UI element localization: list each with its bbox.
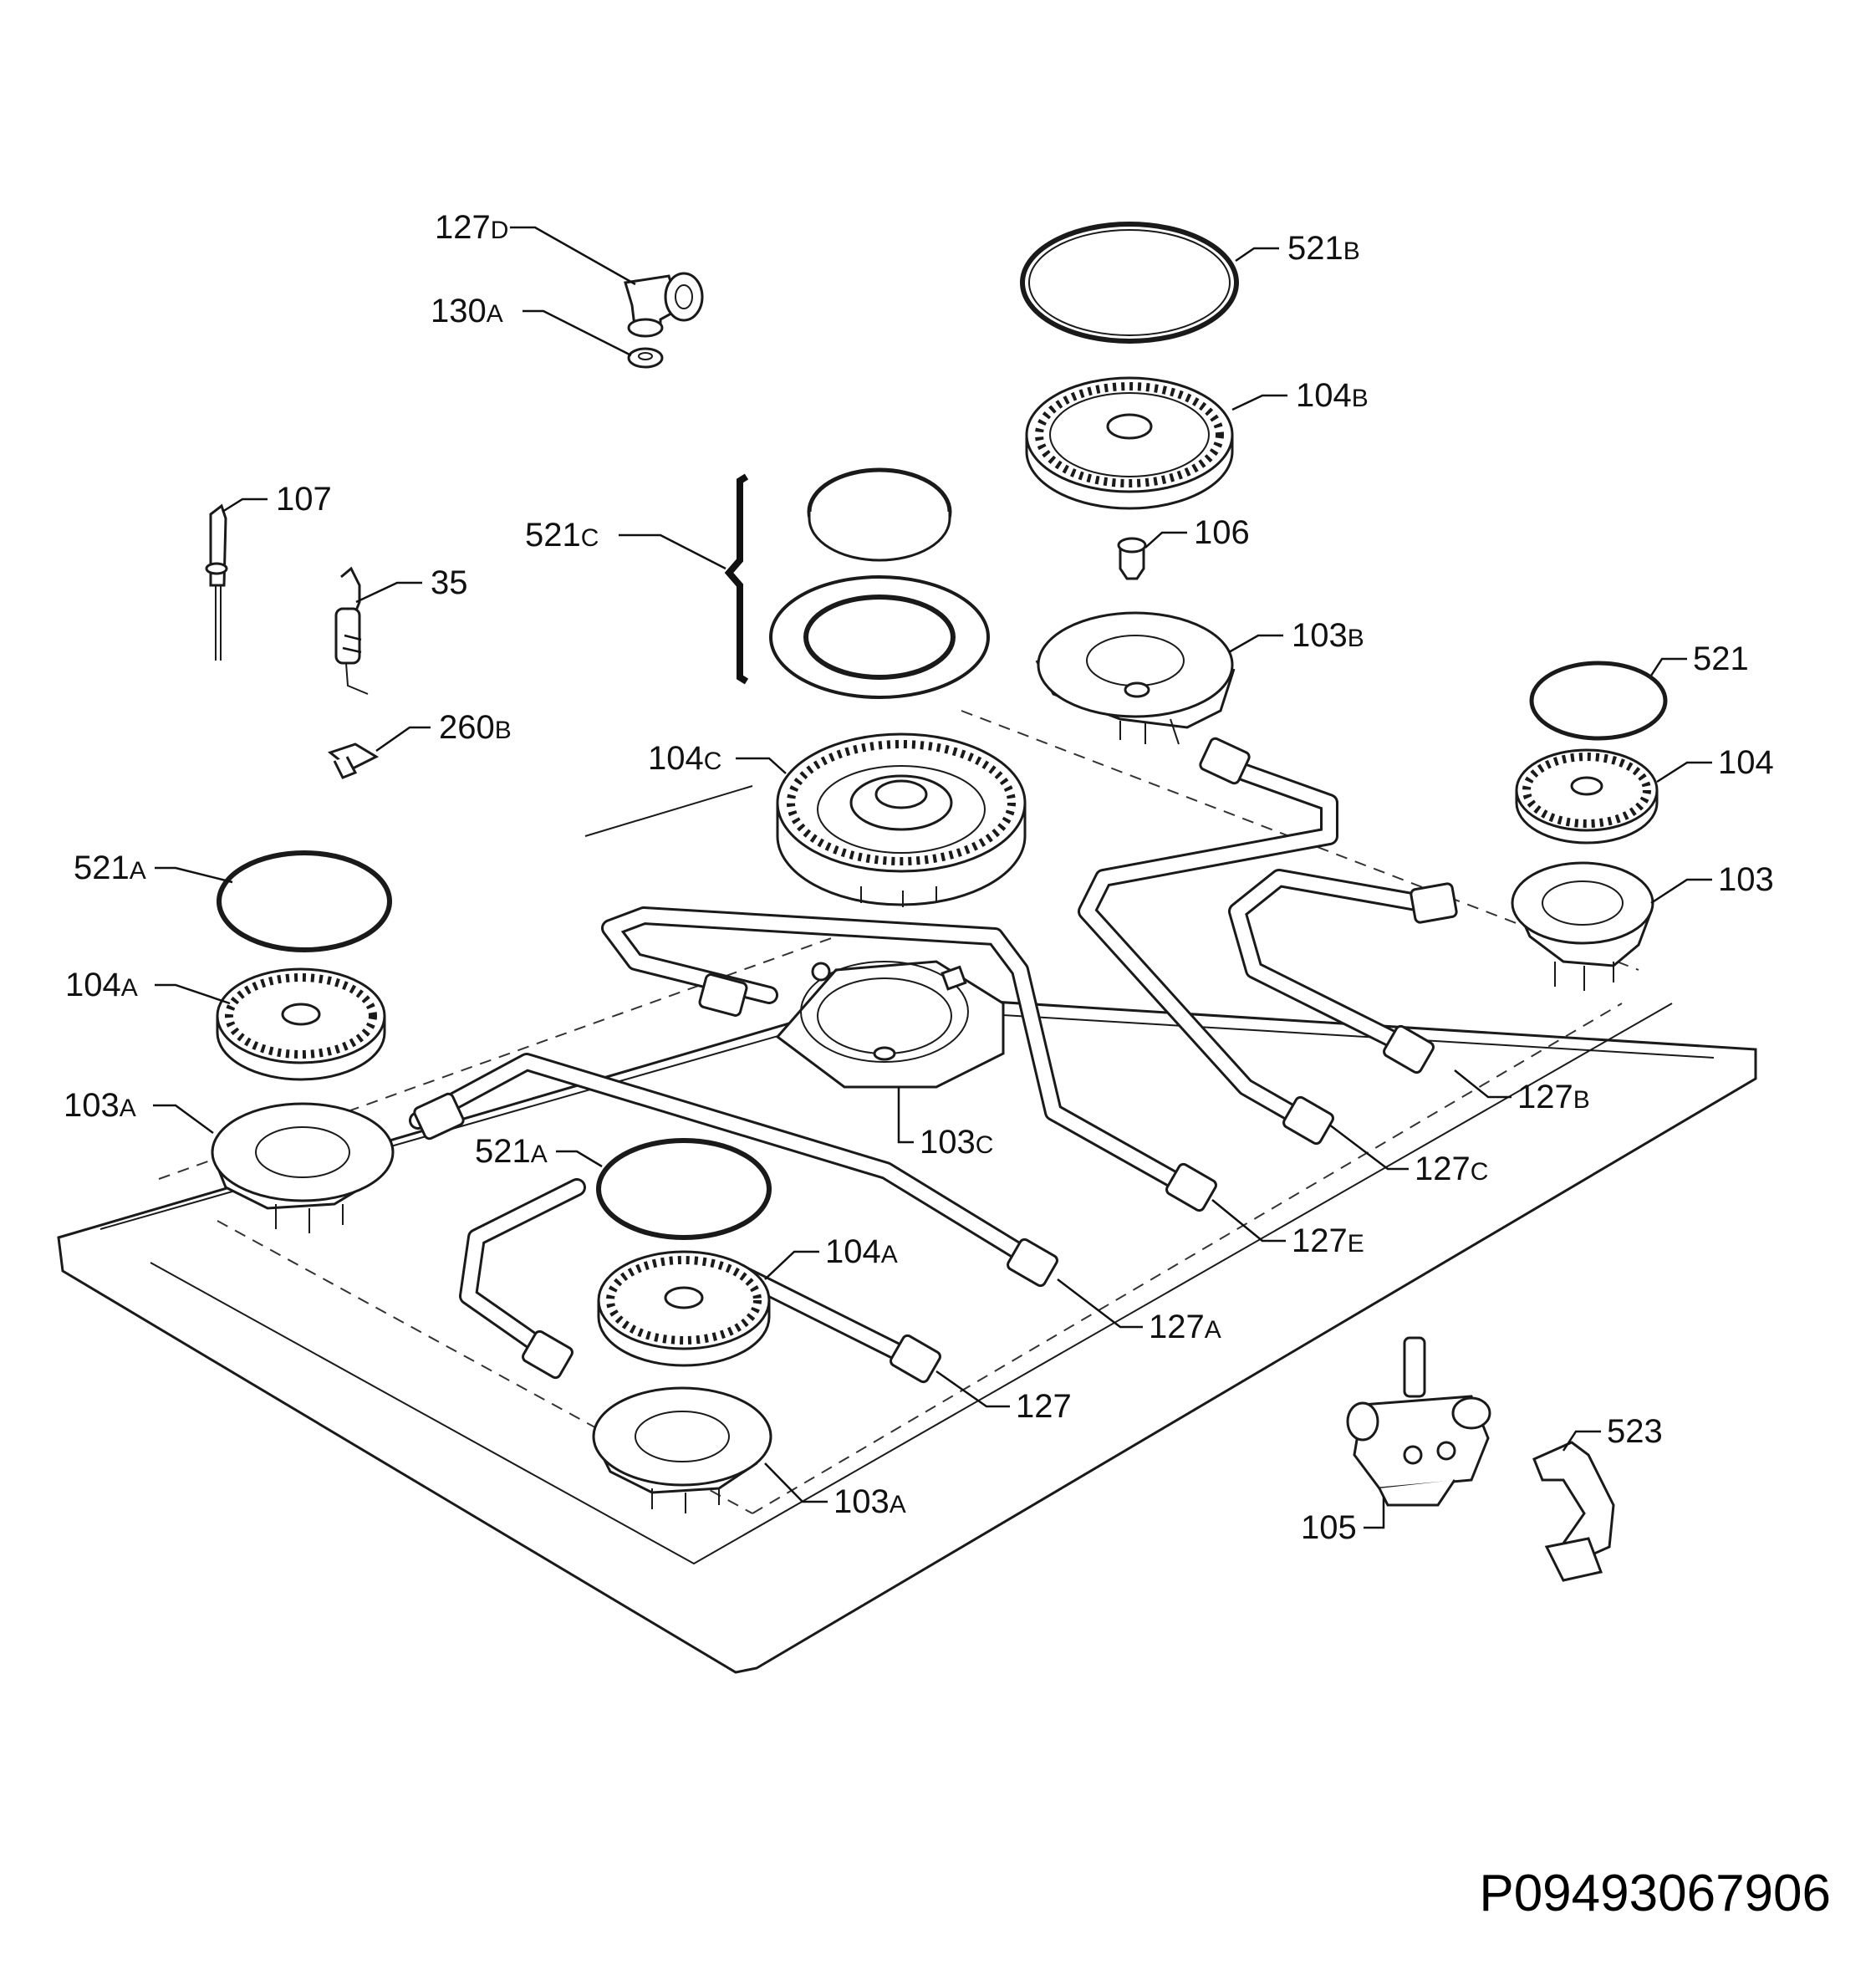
label-521c: 521C [525, 517, 599, 554]
label-521a-left: 521A [74, 850, 146, 886]
label-104c: 104C [648, 740, 721, 777]
label-127e: 127E [1292, 1222, 1364, 1259]
burner-base-103a-left [211, 1102, 395, 1233]
burner-cap-521 [1529, 661, 1668, 741]
flame-spreader-104a-front [597, 1250, 771, 1367]
label-521a-front: 521A [475, 1133, 548, 1170]
label-105: 105 [1301, 1509, 1357, 1546]
flame-spreader-104c [776, 732, 1027, 907]
label-104a-front: 104A [825, 1233, 898, 1270]
label-103a-front: 103A [833, 1483, 906, 1520]
drawing-code: P09493067906 [1479, 1865, 1831, 1922]
leader-lines [153, 226, 1712, 1529]
burner-cap-521b [1020, 222, 1239, 344]
label-127b: 127B [1517, 1079, 1590, 1115]
label-103b: 103B [1292, 617, 1364, 654]
label-104a-left: 104A [65, 967, 138, 1003]
pipe-fittings [413, 737, 1458, 1384]
label-521b: 521B [1287, 230, 1360, 267]
label-104b: 104B [1296, 377, 1369, 414]
flame-spreader-104 [1515, 748, 1659, 845]
injector-106 [1117, 537, 1147, 580]
label-127: 127 [1016, 1388, 1072, 1425]
flame-spreader-104a-left [216, 967, 386, 1081]
callout-labels: 127D 130A 521B 104B 107 106 521C 35 103B… [64, 209, 1774, 1546]
burner-cap-521c [724, 467, 990, 699]
label-35: 35 [431, 564, 468, 601]
burner-base-103a-front [592, 1386, 772, 1513]
label-130a: 130A [431, 293, 503, 329]
clip-260b [327, 743, 380, 779]
gas-pipes [409, 752, 1430, 1372]
burner-cap-521a-front [596, 1138, 772, 1240]
label-127a: 127A [1149, 1309, 1221, 1345]
clip-523 [1532, 1441, 1615, 1582]
thermocouple-107 [205, 503, 228, 661]
gas-valve-105 [1346, 1336, 1491, 1507]
label-127d: 127D [435, 209, 508, 246]
label-523: 523 [1607, 1413, 1663, 1450]
ignition-electrode-35 [334, 566, 369, 695]
burner-base-103 [1511, 861, 1654, 991]
label-521: 521 [1693, 640, 1749, 677]
flame-spreader-104b [1025, 376, 1234, 510]
burner-base-103c [775, 960, 1005, 1089]
burner-cap-521a-left [217, 850, 392, 952]
label-127c: 127C [1415, 1151, 1488, 1187]
label-103a-left: 103A [64, 1087, 136, 1124]
washer-130a [627, 347, 664, 369]
label-260b: 260B [439, 709, 512, 746]
label-104: 104 [1718, 744, 1774, 781]
burner-base-103b [1035, 611, 1236, 745]
elbow-fitting-127d [624, 272, 704, 338]
label-106: 106 [1194, 514, 1250, 551]
label-103c: 103C [920, 1124, 993, 1161]
label-103: 103 [1718, 861, 1774, 898]
label-107: 107 [276, 481, 332, 518]
